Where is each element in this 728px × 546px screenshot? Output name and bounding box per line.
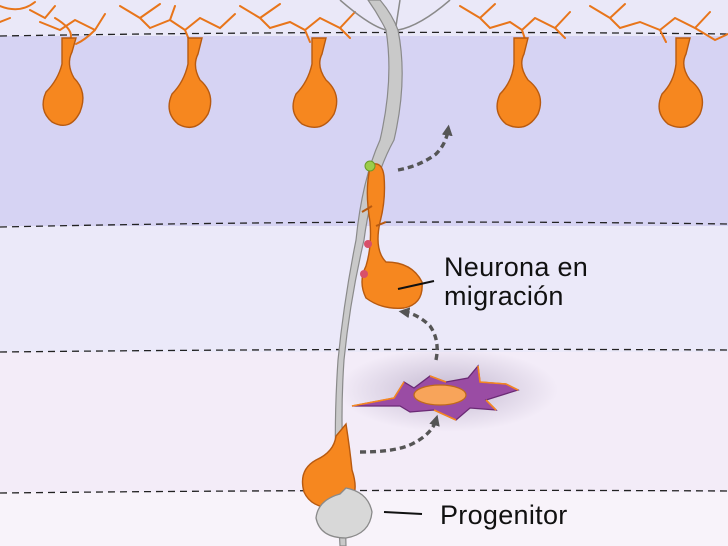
- migration-arrows: [359, 124, 453, 454]
- radial-glia-fiber: [334, 0, 451, 546]
- migrating-neuron-label-line1: Neurona en: [444, 252, 589, 282]
- adhesion-dot: [364, 240, 372, 248]
- mature-neurons: [42, 37, 704, 128]
- progenitor-cell: [301, 422, 373, 539]
- boundary-line: [0, 348, 728, 353]
- dendritic-arbors: [0, 1, 728, 45]
- mature-neuron: [496, 37, 542, 128]
- leader-line: [383, 511, 423, 515]
- adhesion-dot: [364, 160, 376, 172]
- progenitor-label: Progenitor: [440, 500, 568, 530]
- arrow-icon: [397, 124, 453, 172]
- mature-neuron: [42, 37, 84, 126]
- mature-neuron: [292, 37, 338, 128]
- boundary-line: [0, 489, 728, 494]
- arrow-icon: [398, 307, 439, 361]
- mature-neuron: [658, 37, 704, 128]
- leader-line: [397, 280, 435, 290]
- multipolar-cell: [351, 364, 520, 421]
- migrating-neuron-label-line2: migración: [444, 281, 564, 311]
- label-leaders: [383, 280, 435, 515]
- arrow-icon: [359, 414, 440, 454]
- migrating-neuron: [360, 160, 423, 309]
- boundary-line: [0, 31, 728, 37]
- adhesion-dot: [360, 270, 368, 278]
- mature-neuron: [168, 37, 212, 128]
